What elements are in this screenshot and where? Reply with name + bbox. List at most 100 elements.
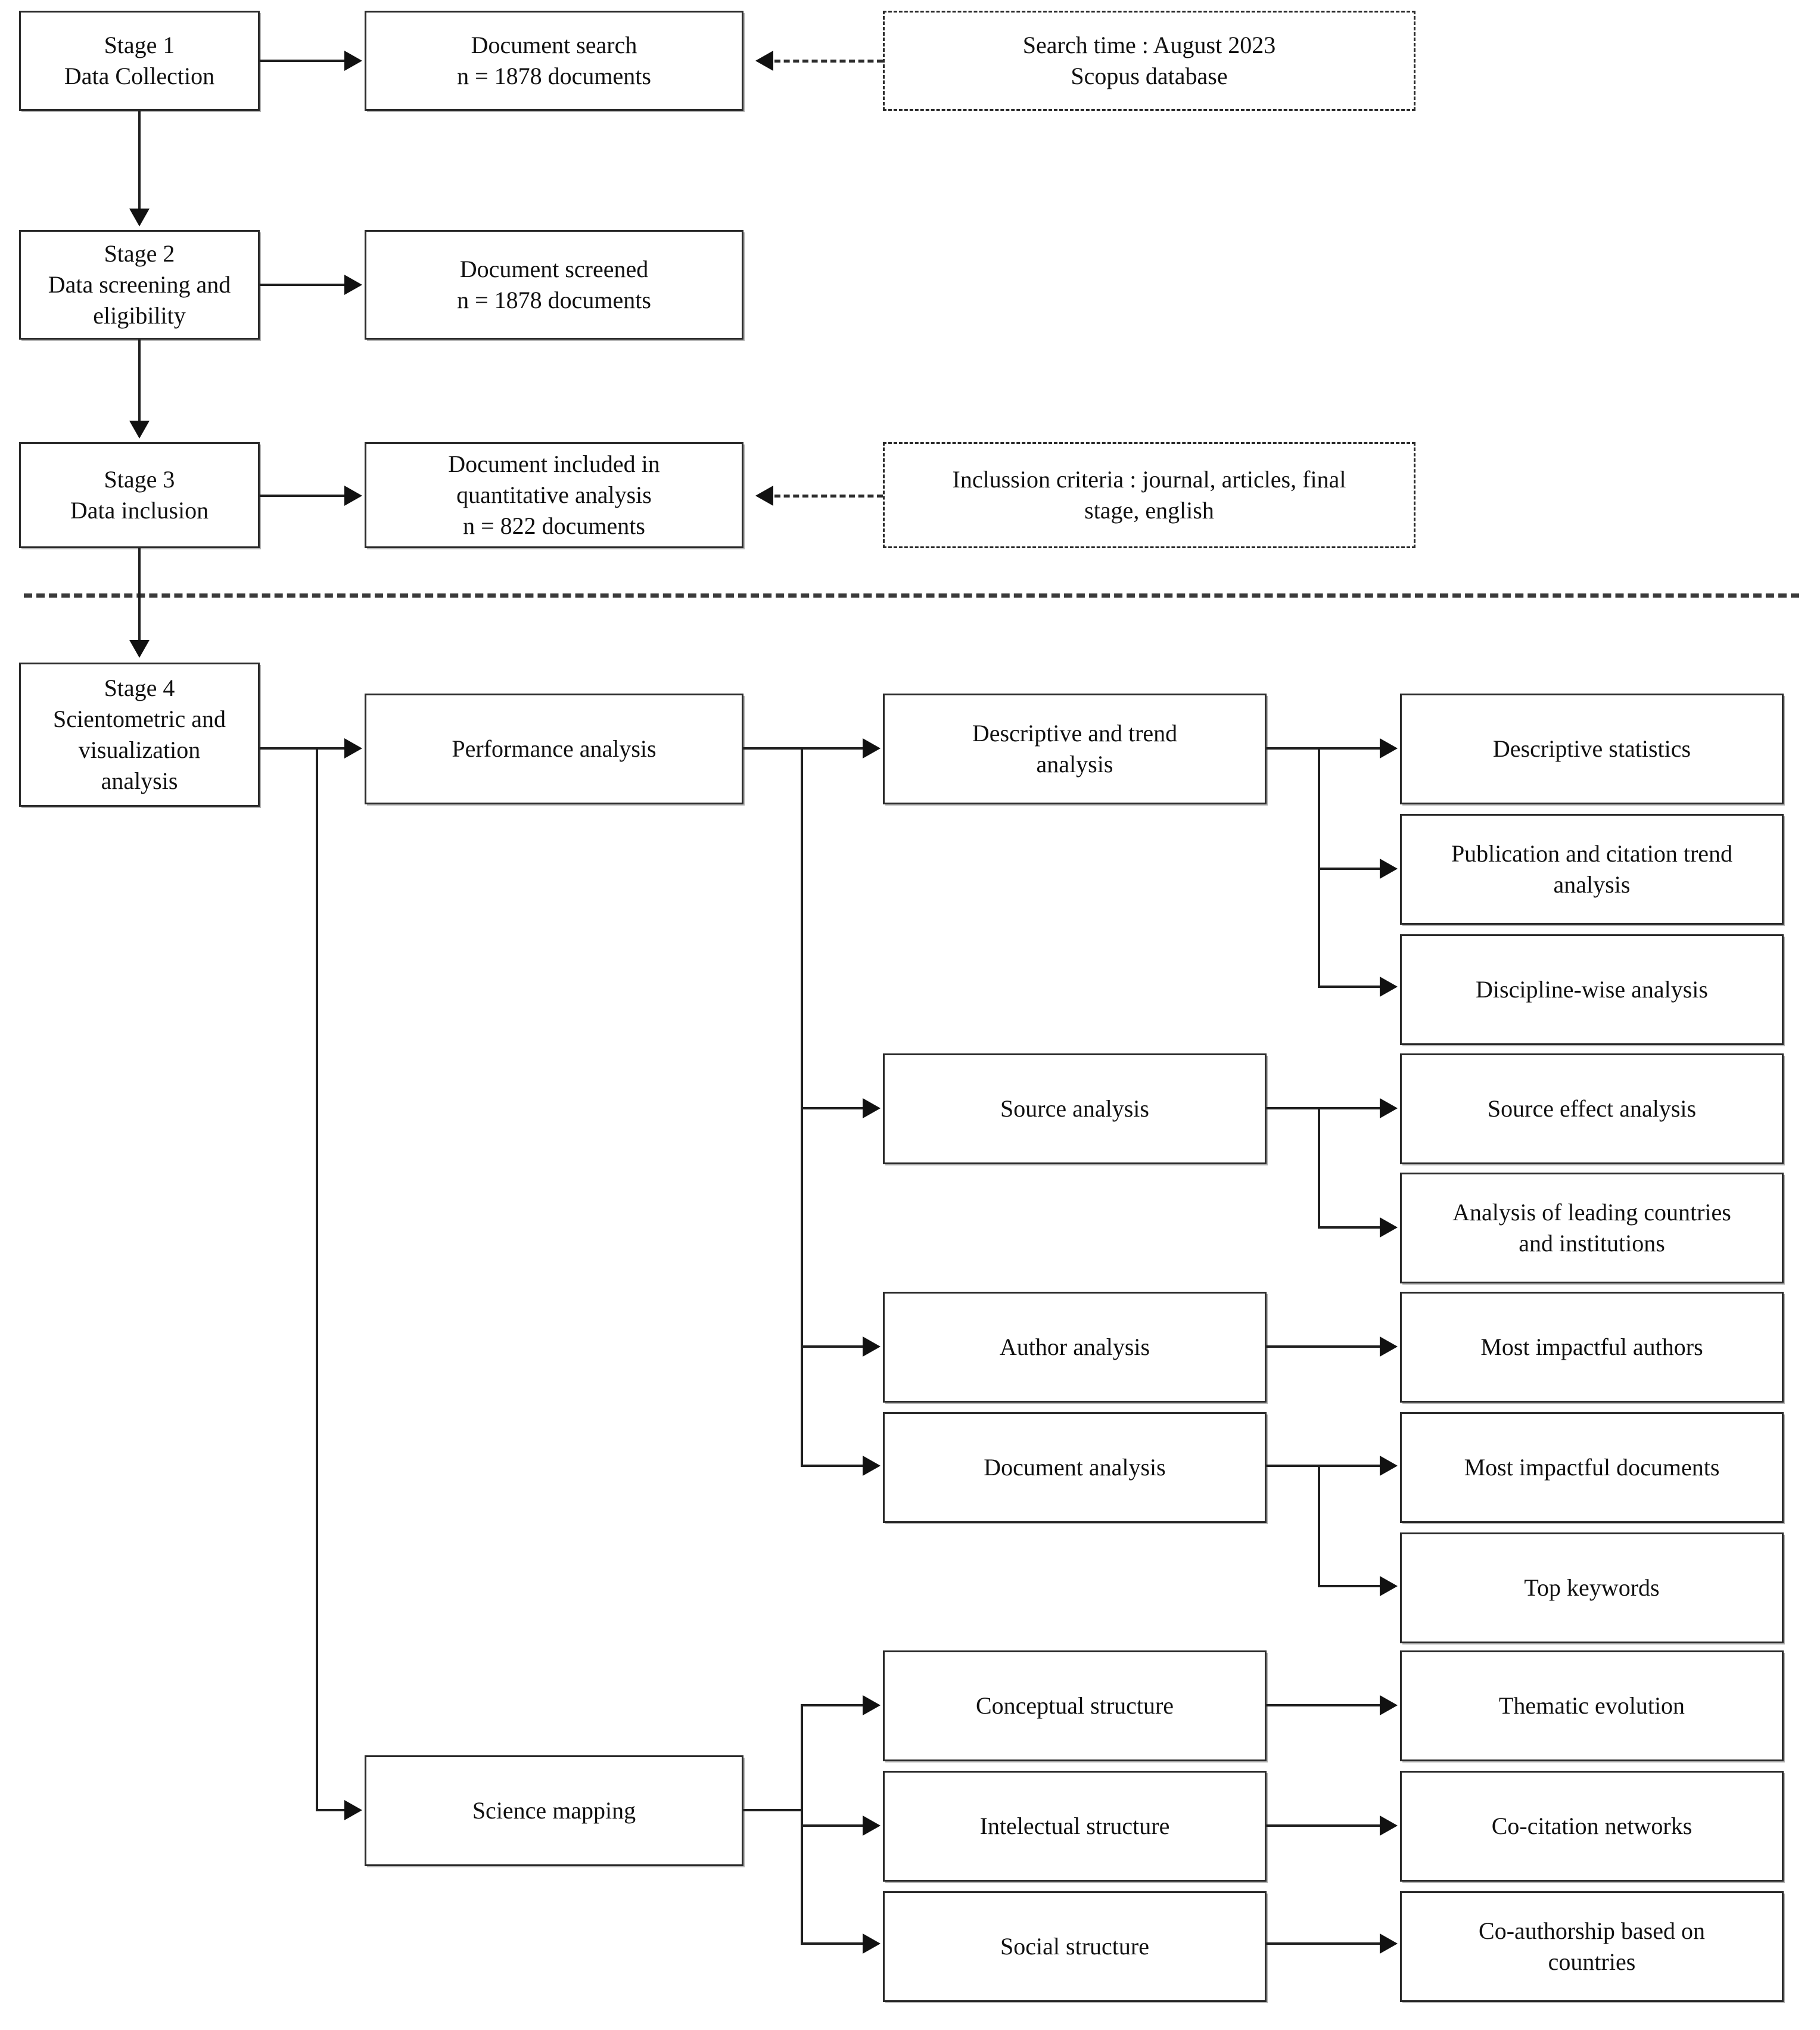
connector-conceptual-to-thematic-evolution xyxy=(1267,1704,1382,1706)
node-document-included-label: Document included in quantitative analys… xyxy=(448,450,660,539)
connector-performance-to-author-analysis xyxy=(801,1345,865,1348)
connector-descriptive-trend-out xyxy=(1267,747,1320,750)
node-thematic-evolution[interactable]: Thematic evolution xyxy=(1400,1650,1784,1761)
arrowhead-to-descriptive-statistics xyxy=(1380,738,1398,758)
note-inclusion-criteria: Inclussion criteria : journal, articles,… xyxy=(883,442,1415,548)
connector-stage4-out xyxy=(260,747,347,750)
connector-stage4-to-science-mapping xyxy=(316,1809,347,1811)
node-discipline-wise-analysis-label: Discipline-wise analysis xyxy=(1476,976,1708,1003)
node-intelectual-structure[interactable]: Intelectual structure xyxy=(883,1771,1267,1882)
node-thematic-evolution-label: Thematic evolution xyxy=(1498,1692,1685,1719)
connector-stage1-to-stage2 xyxy=(138,111,141,210)
note-inclusion-criteria-label: Inclussion criteria : journal, articles,… xyxy=(952,466,1346,524)
node-top-keywords-label: Top keywords xyxy=(1524,1574,1660,1601)
connector-document-analysis-to-top-keywords xyxy=(1318,1585,1382,1587)
arrowhead-inclusionnote-to-included xyxy=(755,486,773,506)
arrowhead-performance-to-author-analysis xyxy=(863,1336,881,1357)
connector-science-mapping-to-conceptual xyxy=(801,1704,865,1706)
connector-stage3-to-included xyxy=(260,495,347,497)
node-most-impactful-documents[interactable]: Most impactful documents xyxy=(1400,1412,1784,1523)
node-performance-analysis[interactable]: Performance analysis xyxy=(365,694,743,804)
connector-searchnote-to-search xyxy=(774,60,883,63)
node-most-impactful-documents-label: Most impactful documents xyxy=(1464,1454,1720,1481)
node-stage-2-label: Stage 2 Data screening and eligibility xyxy=(48,240,231,329)
arrowhead-to-leading-countries xyxy=(1380,1217,1398,1238)
node-author-analysis[interactable]: Author analysis xyxy=(883,1292,1267,1403)
node-source-analysis[interactable]: Source analysis xyxy=(883,1053,1267,1164)
node-social-structure[interactable]: Social structure xyxy=(883,1891,1267,2002)
node-stage-3-label: Stage 3 Data inclusion xyxy=(70,466,209,524)
node-publication-and-citation-trend-analysis-label: Publication and citation trend analysis xyxy=(1451,840,1733,898)
arrowhead-science-mapping-to-conceptual xyxy=(863,1695,881,1715)
node-publication-and-citation-trend-analysis[interactable]: Publication and citation trend analysis xyxy=(1400,814,1784,925)
node-descriptive-and-trend-analysis-label: Descriptive and trend analysis xyxy=(972,720,1178,778)
arrowhead-stage2-to-stage3 xyxy=(129,421,150,439)
connector-stage2-to-stage3 xyxy=(138,340,141,423)
arrowhead-science-mapping-to-intelectual xyxy=(863,1816,881,1836)
node-conceptual-structure[interactable]: Conceptual structure xyxy=(883,1650,1267,1761)
connector-descriptive-trend-to-discipline-wise xyxy=(1318,986,1382,988)
connector-stage2-to-screened xyxy=(260,284,347,286)
node-stage-1[interactable]: Stage 1 Data Collection xyxy=(19,11,260,111)
node-science-mapping[interactable]: Science mapping xyxy=(365,1755,743,1866)
arrowhead-to-publication-citation xyxy=(1380,859,1398,879)
connector-performance-to-descriptive-trend xyxy=(801,747,865,750)
arrowhead-to-source-effect xyxy=(1380,1098,1398,1118)
node-document-search[interactable]: Document search n = 1878 documents xyxy=(365,11,743,111)
arrowhead-performance-to-source-analysis xyxy=(863,1098,881,1118)
node-stage-2[interactable]: Stage 2 Data screening and eligibility xyxy=(19,230,260,340)
arrowhead-to-discipline-wise xyxy=(1380,977,1398,997)
node-descriptive-statistics[interactable]: Descriptive statistics xyxy=(1400,694,1784,804)
arrowhead-performance-to-descriptive-trend xyxy=(863,738,881,758)
node-most-impactful-authors[interactable]: Most impactful authors xyxy=(1400,1292,1784,1403)
connector-science-mapping-to-intelectual xyxy=(801,1824,865,1827)
arrowhead-to-cocitation xyxy=(1380,1816,1398,1836)
node-top-keywords[interactable]: Top keywords xyxy=(1400,1532,1784,1643)
connector-descriptive-trend-to-descriptive-statistics xyxy=(1318,747,1382,750)
node-discipline-wise-analysis[interactable]: Discipline-wise analysis xyxy=(1400,934,1784,1045)
node-document-search-label: Document search n = 1878 documents xyxy=(457,32,651,89)
node-co-citation-networks[interactable]: Co-citation networks xyxy=(1400,1771,1784,1882)
connector-document-analysis-bus-vertical xyxy=(1318,1465,1320,1587)
connector-science-mapping-out xyxy=(743,1809,803,1811)
arrowhead-science-mapping-to-social xyxy=(863,1933,881,1954)
node-stage-1-label: Stage 1 Data Collection xyxy=(64,32,215,89)
arrowhead-stage1-to-search xyxy=(344,51,362,71)
node-descriptive-statistics-label: Descriptive statistics xyxy=(1492,735,1691,762)
connector-document-analysis-to-most-impactful-documents xyxy=(1318,1465,1382,1467)
node-social-structure-label: Social structure xyxy=(1000,1933,1149,1960)
arrowhead-stage4-to-performance xyxy=(344,738,362,758)
connector-performance-to-source-analysis xyxy=(801,1107,865,1109)
arrowhead-searchnote-to-search xyxy=(755,51,773,71)
connector-inclusionnote-to-included xyxy=(774,495,883,498)
connector-source-analysis-out xyxy=(1267,1107,1320,1109)
node-stage-4[interactable]: Stage 4 Scientometric and visualization … xyxy=(19,663,260,807)
node-document-screened-label: Document screened n = 1878 documents xyxy=(457,256,651,313)
node-co-authorship-based-on-countries-label: Co-authorship based on countries xyxy=(1479,1917,1705,1975)
connector-stage4-bus-vertical xyxy=(316,747,318,1811)
connector-performance-out xyxy=(743,747,803,750)
arrowhead-stage1-to-stage2 xyxy=(129,209,150,226)
arrowhead-to-most-impactful-authors xyxy=(1380,1336,1398,1357)
node-science-mapping-label: Science mapping xyxy=(472,1797,636,1824)
node-source-effect-analysis[interactable]: Source effect analysis xyxy=(1400,1053,1784,1164)
node-analysis-of-leading-countries-and-institutions[interactable]: Analysis of leading countries and instit… xyxy=(1400,1173,1784,1283)
arrowhead-stage3-to-included xyxy=(344,486,362,506)
node-analysis-of-leading-countries-and-institutions-label: Analysis of leading countries and instit… xyxy=(1452,1199,1731,1257)
connector-social-to-coauthorship xyxy=(1267,1942,1382,1945)
connector-stage1-to-search xyxy=(260,60,347,62)
node-document-included[interactable]: Document included in quantitative analys… xyxy=(365,442,743,548)
arrowhead-stage3-to-stage4 xyxy=(129,640,150,658)
node-descriptive-and-trend-analysis[interactable]: Descriptive and trend analysis xyxy=(883,694,1267,804)
node-document-screened[interactable]: Document screened n = 1878 documents xyxy=(365,230,743,340)
node-document-analysis[interactable]: Document analysis xyxy=(883,1412,1267,1523)
connector-stage3-to-stage4 xyxy=(138,548,141,642)
node-stage-3[interactable]: Stage 3 Data inclusion xyxy=(19,442,260,548)
connector-science-mapping-to-social xyxy=(801,1942,865,1945)
node-co-authorship-based-on-countries[interactable]: Co-authorship based on countries xyxy=(1400,1891,1784,2002)
node-intelectual-structure-label: Intelectual structure xyxy=(979,1813,1170,1839)
connector-document-analysis-out xyxy=(1267,1465,1320,1467)
arrowhead-to-most-impactful-documents xyxy=(1380,1456,1398,1476)
connector-author-analysis-to-most-impactful-authors xyxy=(1267,1345,1382,1348)
